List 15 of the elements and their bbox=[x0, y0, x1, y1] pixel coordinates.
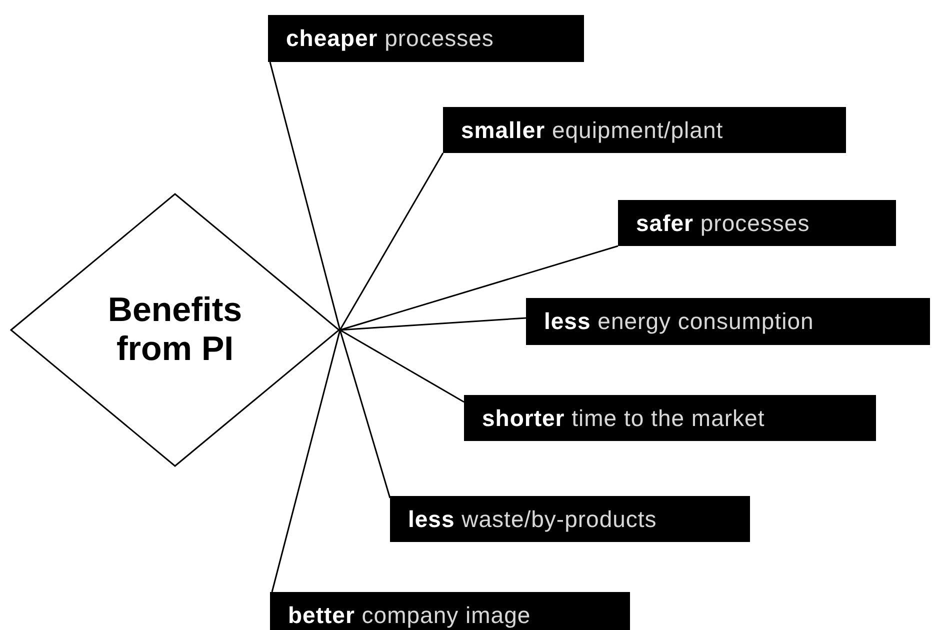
benefit-label: smaller equipment/plant bbox=[443, 107, 846, 153]
benefit-label: cheaper processes bbox=[268, 15, 584, 62]
diamond-label: Benefits from PI bbox=[106, 290, 244, 370]
connector-line bbox=[269, 62, 341, 330]
benefit-label: less energy consumption bbox=[526, 298, 930, 345]
connector-line bbox=[340, 329, 464, 403]
connector-line bbox=[271, 330, 341, 592]
connector-line bbox=[340, 245, 618, 331]
benefit-label: better company image bbox=[270, 592, 630, 630]
connector-line bbox=[339, 330, 391, 498]
benefit-label: safer processes bbox=[618, 200, 896, 246]
connector-line bbox=[340, 317, 526, 331]
benefit-label: shorter time to the market bbox=[464, 395, 876, 441]
connector-line bbox=[339, 152, 444, 330]
benefit-label: less waste/by-products bbox=[390, 496, 750, 542]
